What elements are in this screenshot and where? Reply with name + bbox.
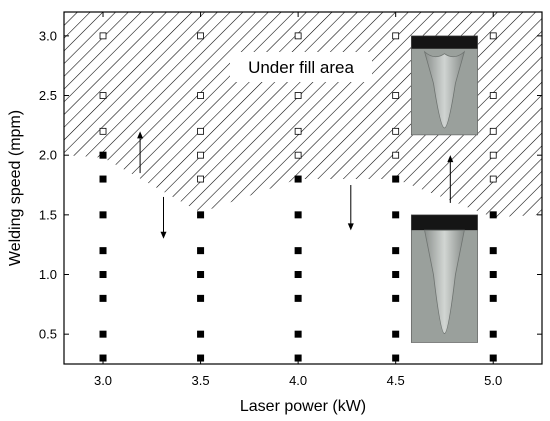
data-point-open — [392, 92, 400, 99]
y-tick-label: 2.5 — [39, 88, 57, 103]
data-point-open — [197, 175, 204, 183]
data-point-filled — [99, 294, 107, 302]
plot-frame — [63, 11, 543, 365]
data-point-filled — [197, 354, 205, 362]
data-point-open — [294, 151, 302, 159]
data-point-filled — [489, 330, 497, 338]
data-point-filled — [392, 211, 400, 219]
data-point-filled — [99, 175, 107, 183]
data-point-filled — [99, 247, 107, 255]
data-point-open — [197, 32, 204, 40]
direction-arrow — [447, 155, 454, 203]
data-point-open — [99, 127, 107, 135]
data-point-open — [197, 127, 204, 135]
data-point-filled — [99, 330, 107, 338]
data-point-filled — [489, 354, 497, 362]
data-point-filled — [197, 330, 205, 338]
data-point-filled — [197, 247, 205, 255]
data-point-filled — [392, 247, 400, 255]
data-point-open — [294, 32, 302, 40]
data-point-filled — [294, 247, 302, 255]
data-point-filled — [392, 294, 400, 302]
x-tick-label: 4.0 — [289, 373, 307, 388]
data-point-open — [392, 32, 400, 40]
x-axis-title: Laser power (kW) — [240, 398, 366, 415]
data-point-open — [392, 151, 400, 159]
data-point-open — [197, 151, 204, 159]
data-point-filled — [197, 211, 205, 219]
y-tick-label: 1.5 — [39, 207, 57, 222]
x-tick-label: 3.5 — [192, 373, 210, 388]
data-point-filled — [99, 211, 107, 219]
x-tick-label: 5.0 — [484, 373, 502, 388]
direction-arrow — [137, 131, 144, 174]
data-point-open — [489, 175, 497, 183]
data-point-open — [197, 92, 204, 99]
x-tick-label: 3.0 — [94, 373, 112, 388]
x-tick-label: 4.5 — [387, 373, 405, 388]
data-point-filled — [392, 354, 400, 362]
data-point-filled — [99, 271, 107, 279]
y-tick-label: 2.0 — [39, 148, 57, 163]
data-point-filled — [294, 330, 302, 338]
data-point-open — [392, 127, 400, 135]
data-point-filled — [489, 247, 497, 255]
data-point-filled — [489, 271, 497, 279]
data-point-open — [489, 92, 497, 99]
data-point-filled — [489, 211, 497, 219]
data-point-filled — [489, 294, 497, 302]
data-point-filled — [99, 354, 107, 362]
y-axis-title: Welding speed (mpm) — [7, 110, 24, 266]
data-point-filled — [392, 330, 400, 338]
sound-weld-cross-section — [410, 214, 478, 343]
y-tick-label: 1.0 — [39, 267, 57, 282]
data-point-filled — [197, 294, 205, 302]
data-point-filled — [99, 151, 107, 159]
y-tick-label: 0.5 — [39, 327, 57, 342]
data-point-open — [99, 92, 107, 99]
data-point-filled — [294, 354, 302, 362]
data-point-open — [294, 127, 302, 135]
data-point-filled — [294, 175, 302, 183]
data-point-open — [489, 127, 497, 135]
region-label: Under fill area — [248, 58, 354, 77]
data-point-filled — [294, 294, 302, 302]
data-point-open — [294, 92, 302, 99]
direction-arrow — [347, 185, 354, 231]
data-point-filled — [392, 271, 400, 279]
y-tick-label: 3.0 — [39, 28, 57, 43]
data-point-filled — [197, 271, 205, 279]
data-point-open — [99, 32, 107, 40]
data-point-filled — [294, 211, 302, 219]
data-point-filled — [392, 175, 400, 183]
region-label-box: Under fill area — [230, 52, 372, 82]
under-fill-weld-cross-section — [410, 35, 478, 136]
data-point-filled — [294, 271, 302, 279]
direction-arrow — [160, 196, 167, 239]
data-point-open — [489, 32, 497, 40]
data-point-open — [489, 151, 497, 159]
